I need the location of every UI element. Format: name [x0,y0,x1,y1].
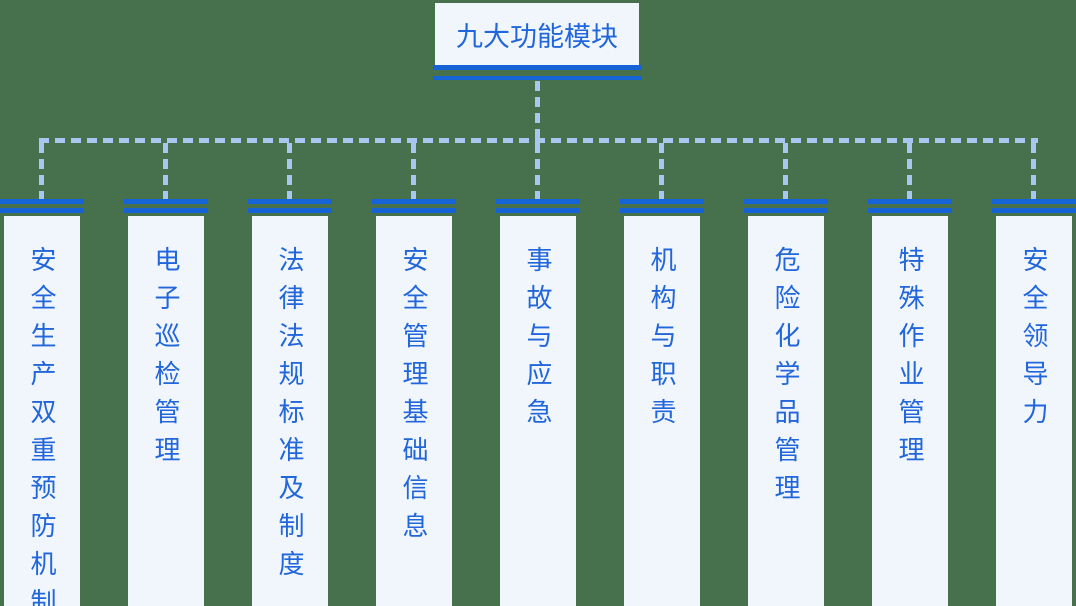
column-cap-bar-top [248,199,332,204]
connector-branch-vertical [535,143,540,199]
module-label: 安全生产双重预防机制 [27,246,57,606]
column-cap-bar-bottom [372,208,456,213]
module-label: 电子巡检管理 [151,246,181,474]
connector-branch-vertical [287,143,292,199]
column-cap-bar-top [124,199,208,204]
module-column: 法律法规标准及制度 [248,199,332,606]
module-panel: 法律法规标准及制度 [252,216,328,606]
column-cap-bar-top [992,199,1076,204]
column-cap-bar-bottom [868,208,952,213]
connector-root-vertical [535,81,540,138]
module-label: 安全领导力 [1019,246,1049,436]
module-column: 安全领导力 [992,199,1076,606]
module-panel: 电子巡检管理 [128,216,204,606]
column-cap-bar-bottom [620,208,704,213]
column-cap-bar-top [620,199,704,204]
module-label: 安全管理基础信息 [399,246,429,550]
column-cap-bar-bottom [744,208,828,213]
module-panel: 危险化学品管理 [748,216,824,606]
connector-horizontal [39,138,1038,143]
column-cap-bar-top [868,199,952,204]
module-label: 法律法规标准及制度 [275,246,305,588]
module-column: 危险化学品管理 [744,199,828,606]
root-underline-top [433,65,642,70]
column-cap-bar-bottom [0,208,84,213]
column-cap-bar-bottom [124,208,208,213]
module-panel: 机构与职责 [624,216,700,606]
connector-branch-vertical [411,143,416,199]
column-cap-bar-top [744,199,828,204]
module-panel: 安全生产双重预防机制 [4,216,80,606]
module-column: 机构与职责 [620,199,704,606]
root-node-label: 九大功能模块 [456,21,618,52]
module-label: 机构与职责 [647,246,677,436]
module-panel: 事故与应急 [500,216,576,606]
module-label: 危险化学品管理 [771,246,801,512]
connector-branch-vertical [163,143,168,199]
module-panel: 安全管理基础信息 [376,216,452,606]
module-panel: 安全领导力 [996,216,1072,606]
column-cap-bar-top [496,199,580,204]
module-column: 事故与应急 [496,199,580,606]
module-column: 特殊作业管理 [868,199,952,606]
module-column: 安全管理基础信息 [372,199,456,606]
root-underline-bottom [433,76,642,80]
module-column: 电子巡检管理 [124,199,208,606]
connector-branch-vertical [907,143,912,199]
module-label: 特殊作业管理 [895,246,925,474]
column-cap-bar-top [372,199,456,204]
column-cap-bar-bottom [496,208,580,213]
column-cap-bar-top [0,199,84,204]
connector-branch-vertical [39,143,44,199]
connector-branch-vertical [659,143,664,199]
module-panel: 特殊作业管理 [872,216,948,606]
connector-branch-vertical [1031,143,1036,199]
module-label: 事故与应急 [523,246,553,436]
column-cap-bar-bottom [248,208,332,213]
connector-branch-vertical [783,143,788,199]
module-column: 安全生产双重预防机制 [0,199,84,606]
column-cap-bar-bottom [992,208,1076,213]
root-node: 九大功能模块 [435,3,639,65]
